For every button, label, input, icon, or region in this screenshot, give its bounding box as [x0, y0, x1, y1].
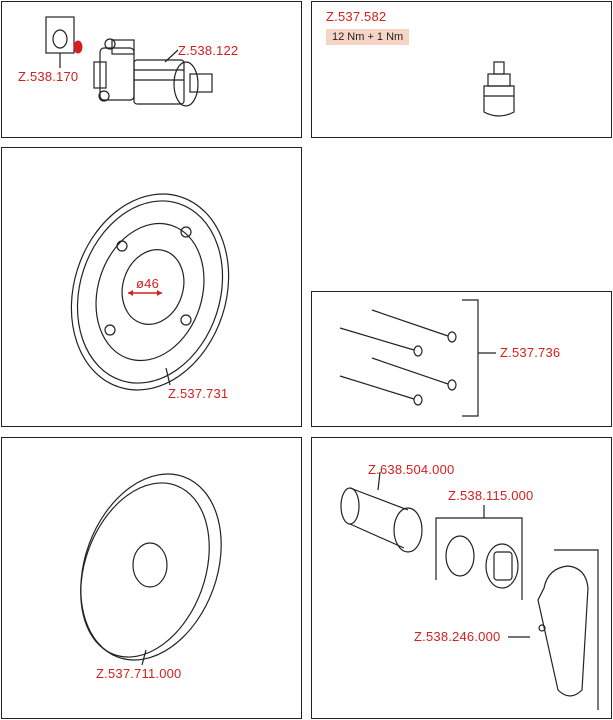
- sleeve-drawing: [340, 471, 423, 553]
- label-sleeve: Z.638.504.000: [368, 462, 455, 477]
- seal-drawing: [45, 16, 83, 68]
- label-cartridge: Z.537.582: [326, 9, 387, 24]
- torque-badge: 12 Nm + 1 Nm: [326, 29, 410, 45]
- label-escutcheon: Z.537.711.000: [96, 666, 182, 681]
- cartridge-drawing: [483, 61, 515, 117]
- label-screws: Z.537.736: [500, 345, 561, 360]
- panel-mounting-plate: [1, 147, 302, 427]
- escutcheon-drawing: [80, 473, 222, 666]
- label-valve-body: Z.538.122: [178, 43, 239, 58]
- handle-drawing: [508, 549, 599, 710]
- adapter-drawing: [435, 505, 523, 600]
- label-mounting-plate: Z.537.731: [168, 386, 229, 401]
- panel-cartridge: [311, 1, 612, 138]
- valve-body-drawing: [93, 38, 213, 107]
- label-adapter: Z.538.115.000: [448, 488, 534, 503]
- label-diameter: ø46: [136, 276, 160, 291]
- mounting-plate-drawing: [70, 193, 230, 391]
- panel-screws: [311, 291, 612, 427]
- label-handle: Z.538.246.000: [414, 629, 501, 644]
- screws-drawing: [339, 299, 496, 417]
- label-seal: Z.538.170: [18, 69, 79, 84]
- panel-handle-set: [311, 437, 612, 719]
